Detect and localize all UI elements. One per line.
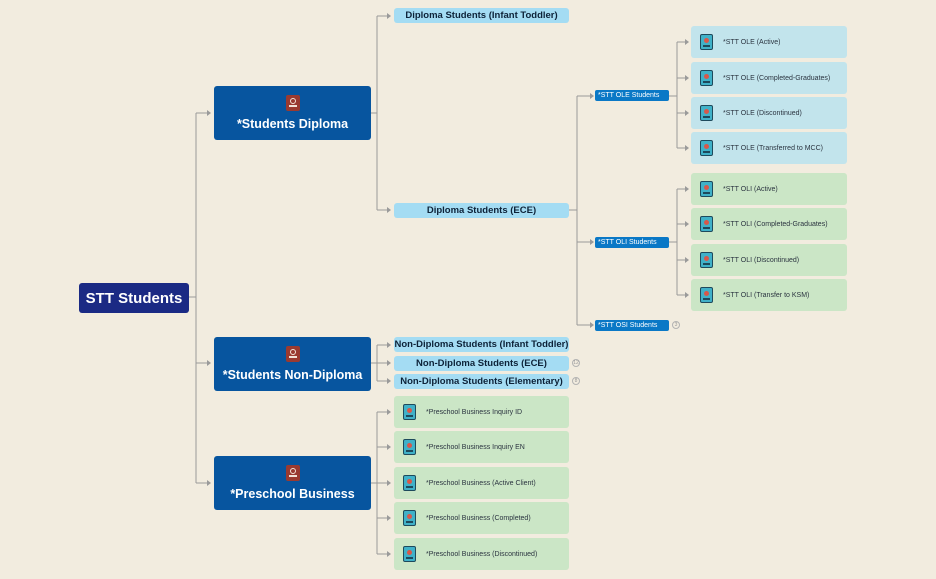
topic-label: Non-Diploma Students (Elementary) — [400, 376, 563, 387]
id-badge-icon — [700, 216, 713, 232]
id-badge-icon — [403, 546, 416, 562]
notebook-icon — [285, 346, 300, 362]
branch-label: *Preschool Business — [230, 487, 355, 501]
badge-count: 12 — [573, 360, 579, 366]
card-label: *STT OLI (Discontinued) — [723, 256, 800, 264]
branch-students-non-diploma[interactable]: *Students Non-Diploma — [214, 337, 371, 391]
topic-non-diploma-elementary[interactable]: Non-Diploma Students (Elementary) — [394, 374, 569, 389]
collapsed-count-badge[interactable]: 12 — [572, 359, 580, 367]
branch-label: *Students Diploma — [236, 117, 349, 131]
card-label: *STT OLE (Completed-Graduates) — [723, 74, 831, 82]
card-preschool-item[interactable]: *Preschool Business (Discontinued) — [394, 538, 569, 570]
tag-stt-osi-students[interactable]: *STT OSI Students — [595, 320, 669, 331]
id-badge-icon — [403, 510, 416, 526]
tag-label: *STT OSI Students — [598, 322, 658, 329]
card-oli-item[interactable]: *STT OLI (Active) — [691, 173, 847, 205]
card-preschool-item[interactable]: *Preschool Business Inquiry EN — [394, 431, 569, 463]
tag-label: *STT OLE Students — [598, 92, 660, 99]
card-label: *STT OLE (Transferred to MCC) — [723, 144, 823, 152]
branch-label: *Students Non-Diploma — [222, 368, 363, 382]
id-badge-icon — [700, 181, 713, 197]
card-label: *Preschool Business Inquiry ID — [426, 408, 523, 416]
card-oli-item[interactable]: *STT OLI (Discontinued) — [691, 244, 847, 276]
topic-diploma-ece[interactable]: Diploma Students (ECE) — [394, 203, 569, 218]
tag-stt-ole-students[interactable]: *STT OLE Students — [595, 90, 669, 101]
card-label: *Preschool Business (Discontinued) — [426, 550, 538, 558]
card-label: *STT OLI (Completed-Graduates) — [723, 220, 828, 228]
branch-students-diploma[interactable]: *Students Diploma — [214, 86, 371, 140]
collapsed-count-badge[interactable]: 8 — [572, 377, 580, 385]
card-preschool-item[interactable]: *Preschool Business Inquiry ID — [394, 396, 569, 428]
id-badge-icon — [403, 439, 416, 455]
topic-label: Diploma Students (ECE) — [426, 205, 537, 216]
card-oli-item[interactable]: *STT OLI (Transfer to KSM) — [691, 279, 847, 311]
id-badge-icon — [403, 404, 416, 420]
root-topic-label: STT Students — [85, 289, 183, 307]
card-ole-item[interactable]: *STT OLE (Transferred to MCC) — [691, 132, 847, 164]
id-badge-icon — [700, 287, 713, 303]
topic-label: Non-Diploma Students (Infant Toddler) — [394, 339, 569, 350]
topic-label: Non-Diploma Students (ECE) — [416, 358, 547, 369]
topic-non-diploma-infant-toddler[interactable]: Non-Diploma Students (Infant Toddler) — [394, 337, 569, 352]
card-label: *Preschool Business Inquiry EN — [426, 443, 525, 451]
id-badge-icon — [700, 140, 713, 156]
topic-label: Diploma Students (Infant Toddler) — [405, 10, 558, 21]
card-label: *Preschool Business (Completed) — [426, 514, 531, 522]
card-ole-item[interactable]: *STT OLE (Active) — [691, 26, 847, 58]
card-label: *STT OLE (Active) — [723, 38, 781, 46]
id-badge-icon — [700, 252, 713, 268]
card-ole-item[interactable]: *STT OLE (Completed-Graduates) — [691, 62, 847, 94]
id-badge-icon — [700, 70, 713, 86]
card-label: *STT OLI (Active) — [723, 185, 778, 193]
id-badge-icon — [403, 475, 416, 491]
topic-diploma-infant-toddler[interactable]: Diploma Students (Infant Toddler) — [394, 8, 569, 23]
id-badge-icon — [700, 105, 713, 121]
card-preschool-item[interactable]: *Preschool Business (Completed) — [394, 502, 569, 534]
card-ole-item[interactable]: *STT OLE (Discontinued) — [691, 97, 847, 129]
card-preschool-item[interactable]: *Preschool Business (Active Client) — [394, 467, 569, 499]
root-topic[interactable]: STT Students — [79, 283, 189, 313]
collapsed-count-badge[interactable]: 3 — [672, 321, 680, 329]
notebook-icon — [285, 95, 300, 111]
topic-non-diploma-ece[interactable]: Non-Diploma Students (ECE) — [394, 356, 569, 371]
notebook-icon — [285, 465, 300, 481]
card-oli-item[interactable]: *STT OLI (Completed-Graduates) — [691, 208, 847, 240]
tag-label: *STT OLI Students — [598, 239, 657, 246]
card-label: *STT OLI (Transfer to KSM) — [723, 291, 810, 299]
id-badge-icon — [700, 34, 713, 50]
card-label: *STT OLE (Discontinued) — [723, 109, 802, 117]
badge-count: 3 — [674, 322, 678, 328]
tag-stt-oli-students[interactable]: *STT OLI Students — [595, 237, 669, 248]
card-label: *Preschool Business (Active Client) — [426, 479, 536, 487]
branch-preschool-business[interactable]: *Preschool Business — [214, 456, 371, 510]
badge-count: 8 — [574, 378, 578, 384]
